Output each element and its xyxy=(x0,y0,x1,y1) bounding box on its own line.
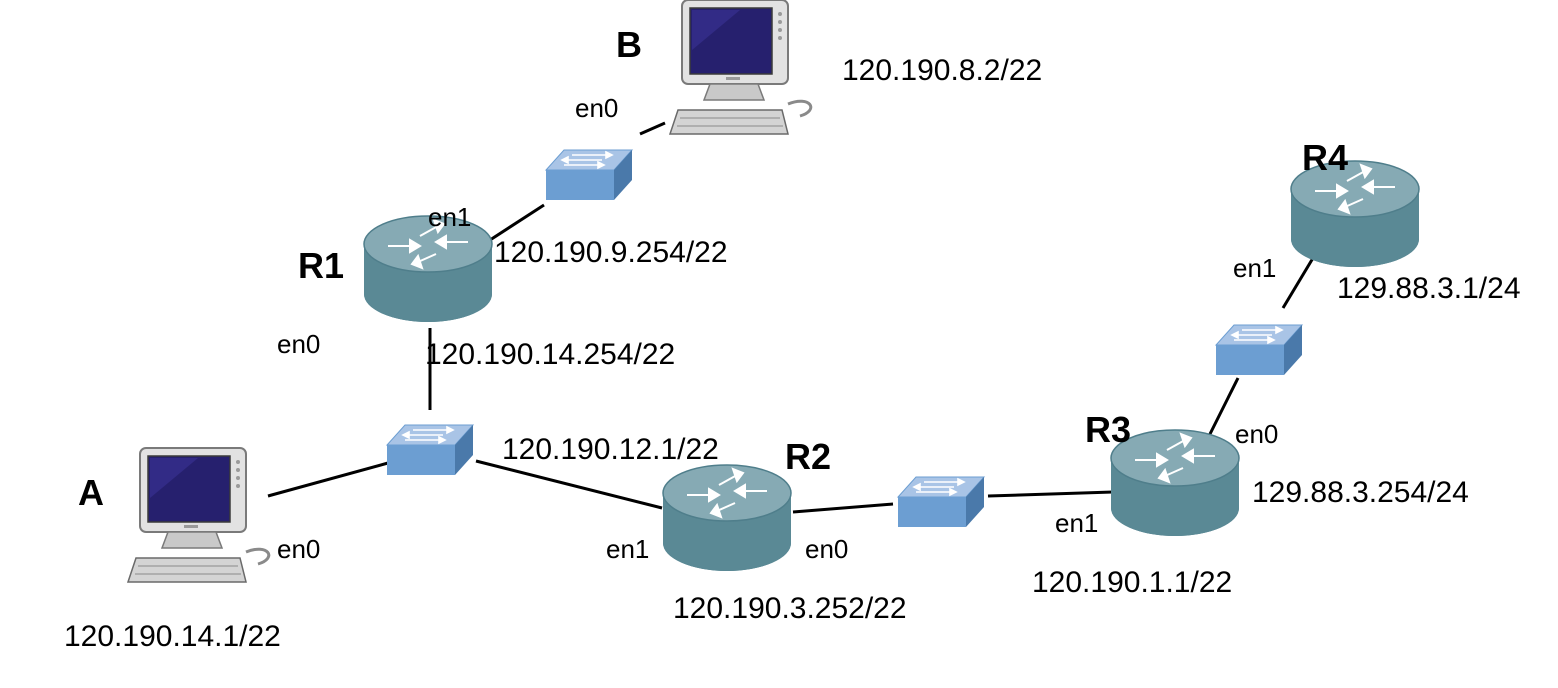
host-a-name: A xyxy=(78,472,104,513)
host-a-interface: en0 xyxy=(277,534,320,564)
switch-icon xyxy=(545,149,633,201)
host-b-ip: 120.190.8.2/22 xyxy=(842,54,1042,87)
router-r2-en0-label: en0 xyxy=(805,534,848,564)
switch-b xyxy=(545,149,633,201)
link-r2-switch xyxy=(792,502,894,514)
router-r1-en1-label: en1 xyxy=(428,202,471,232)
link-switch-r1 xyxy=(489,203,545,242)
link-a-switch xyxy=(267,461,389,498)
computer-icon xyxy=(126,446,271,584)
router-r3-en1-label: en1 xyxy=(1055,508,1098,538)
switch-r3-r4 xyxy=(1215,324,1303,376)
router-r3-en1-ip: 120.190.1.1/22 xyxy=(1032,566,1232,599)
router-icon xyxy=(662,464,792,572)
router-r1-en0-ip: 120.190.14.254/22 xyxy=(425,338,675,371)
host-b xyxy=(668,0,813,136)
router-r3-en0-label: en0 xyxy=(1235,419,1278,449)
host-a-ip: 120.190.14.1/22 xyxy=(64,620,281,653)
link-switch-r2 xyxy=(475,459,663,510)
router-r2 xyxy=(662,464,792,572)
router-r1-en0-label: en0 xyxy=(277,329,320,359)
switch-a xyxy=(386,424,474,476)
link-switch-r4 xyxy=(1281,257,1315,309)
router-r2-en1-ip: 120.190.12.1/22 xyxy=(502,433,719,466)
host-b-name: B xyxy=(616,24,642,65)
links xyxy=(267,121,1315,514)
switch-r2-r3 xyxy=(897,476,985,528)
router-r2-name: R2 xyxy=(785,436,831,477)
switch-icon xyxy=(386,424,474,476)
link-b-switch xyxy=(639,121,666,136)
router-r3-name: R3 xyxy=(1085,409,1131,450)
router-r4-en1-ip: 129.88.3.1/24 xyxy=(1337,272,1521,305)
router-r1-en1-ip: 120.190.9.254/22 xyxy=(494,236,728,269)
router-r4-name: R4 xyxy=(1302,137,1348,178)
switch-icon xyxy=(897,476,985,528)
switch-icon xyxy=(1215,324,1303,376)
link-switch-r3 xyxy=(987,490,1114,498)
router-r4-en1-label: en1 xyxy=(1233,253,1276,283)
router-r3-en0-ip: 129.88.3.254/24 xyxy=(1252,476,1469,509)
computer-icon xyxy=(668,0,813,136)
host-b-interface: en0 xyxy=(575,93,618,123)
router-r2-en0-ip: 120.190.3.252/22 xyxy=(673,592,907,625)
host-a xyxy=(126,446,271,584)
router-r1-name: R1 xyxy=(298,245,344,286)
router-r2-en1-label: en1 xyxy=(606,534,649,564)
